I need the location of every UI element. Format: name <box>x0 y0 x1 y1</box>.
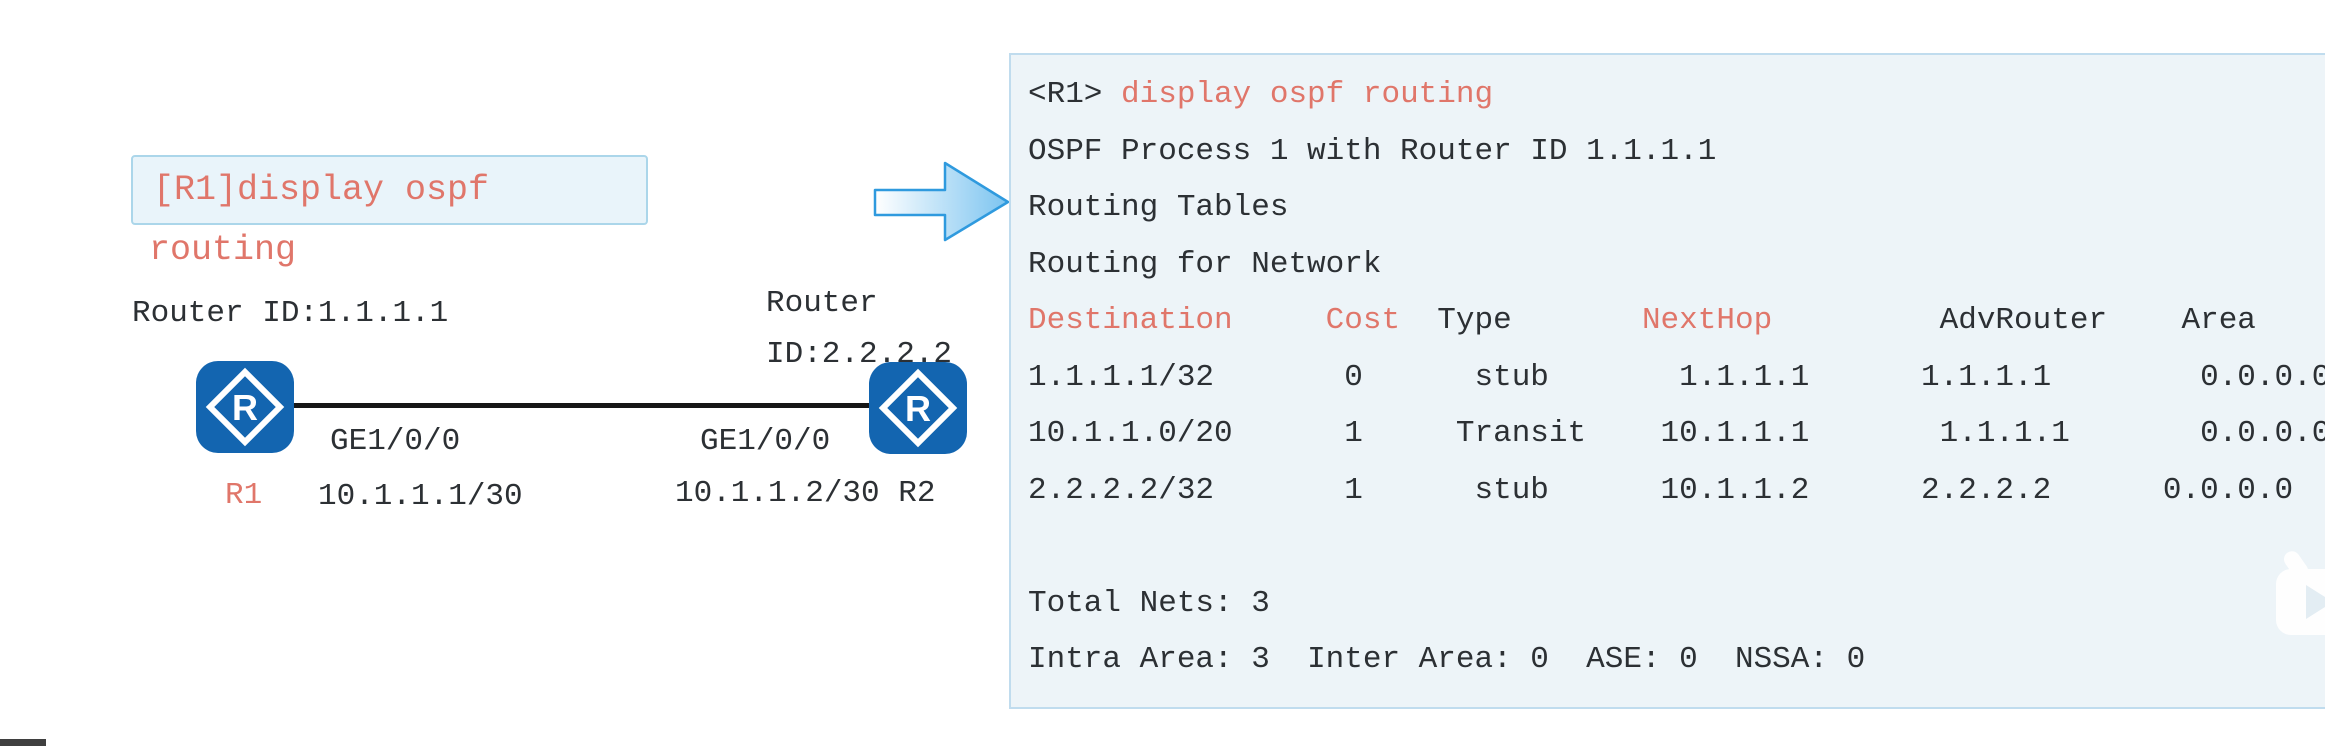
terminal-cell: 2.2.2.2/32 <box>1028 472 1215 508</box>
command-annotation-box: [R1]display ospf <box>131 155 648 225</box>
command-text-line1: [R1]display ospf <box>153 170 490 210</box>
terminal-line <box>1028 519 2325 576</box>
terminal-cell: 2.2.2.2 <box>1921 472 2052 508</box>
router2-interface-label: GE1/0/0 <box>700 424 831 459</box>
terminal-cell: Routing Tables <box>1028 190 1289 225</box>
terminal-cell: OSPF Process 1 with Router ID 1.1.1.1 <box>1028 133 1717 169</box>
terminal-cell: 10.1.1.2 <box>1660 472 1810 508</box>
terminal-line: 10.1.1.0/20 1 Transit 10.1.1.1 1.1.1.1 0… <box>1028 406 2325 463</box>
terminal-cell: 1.1.1.1 <box>1679 359 1810 395</box>
terminal-cell: Area <box>2181 303 2256 338</box>
router1-interface-label: GE1/0/0 <box>330 424 461 459</box>
router2-icon-letter: R <box>905 388 931 429</box>
terminal-line: OSPF Process 1 with Router ID 1.1.1.1 <box>1028 124 2325 181</box>
terminal-line: Routing Tables <box>1028 180 2325 237</box>
terminal-cell: 1 <box>1344 472 1363 508</box>
router2-icon: R <box>869 362 967 454</box>
terminal-cell: Cost <box>1325 303 1401 338</box>
terminal-cell: 0.0.0.0 <box>2200 416 2325 451</box>
terminal-cell: display ospf routing <box>1121 77 1494 112</box>
terminal-cell: ASE: 0 <box>1586 642 1698 677</box>
terminal-cell: 1 <box>1344 416 1363 451</box>
terminal-cell: Inter Area: 0 <box>1307 642 1549 677</box>
router1-icon-letter: R <box>232 387 258 428</box>
router2-ip-label: 10.1.1.2/30 <box>675 476 880 511</box>
terminal-cell: Destination <box>1028 303 1233 338</box>
terminal-cell: 1.1.1.1 <box>1921 359 2052 395</box>
router2-name-label: R2 <box>898 476 936 511</box>
play-icon[interactable] <box>2276 548 2325 642</box>
terminal-cell <box>1102 77 1121 112</box>
terminal-line: Intra Area: 3 Inter Area: 0 ASE: 0 NSSA:… <box>1028 632 2325 689</box>
terminal-line: 2.2.2.2/32 1 stub 10.1.1.2 2.2.2.2 0.0.0… <box>1028 463 2325 520</box>
terminal-cell: NextHop <box>1641 303 1773 338</box>
terminal-cell: 0.0.0.0 <box>2162 472 2294 508</box>
terminal-cell: stub <box>1474 359 1549 395</box>
terminal-line: Destination Cost Type NextHop AdvRouter … <box>1028 293 2325 350</box>
terminal-cell: NSSA: 0 <box>1734 642 1866 677</box>
router1-icon: R <box>196 361 294 453</box>
corner-sliver <box>0 739 46 746</box>
terminal-cell: Type <box>1437 303 1512 338</box>
terminal-cell: 0.0.0.0 <box>2200 359 2325 395</box>
terminal-cell: stub <box>1474 472 1549 508</box>
terminal-line: 1.1.1.1/32 0 stub 1.1.1.1 1.1.1.1 0.0.0.… <box>1028 350 2325 407</box>
terminal-cell: AdvRouter <box>1939 303 2108 338</box>
command-text-line2: routing <box>149 230 297 270</box>
terminal-cell: 10.1.1.1 <box>1660 416 1810 451</box>
terminal-cell: Total Nets: 3 <box>1028 585 1270 621</box>
terminal-cell: Routing for Network <box>1028 246 1382 282</box>
router1-ip-label: 10.1.1.1/30 <box>318 479 523 514</box>
terminal-cell: Intra Area: 3 <box>1028 642 1270 677</box>
terminal-line: Routing for Network <box>1028 237 2325 294</box>
terminal-cell: Transit <box>1455 416 1587 451</box>
router1-name-label: R1 <box>225 478 263 513</box>
terminal-cell: 0 <box>1344 359 1363 395</box>
arrow-right-icon <box>873 161 1010 242</box>
terminal-cell: 1.1.1.1 <box>1939 416 2070 451</box>
router2-id-label-line1: Router <box>766 286 878 321</box>
terminal-line: <R1> display ospf routing <box>1028 67 2325 124</box>
terminal-line: Total Nets: 3 <box>1028 576 2325 633</box>
terminal-cell: <R1> <box>1028 77 1103 112</box>
terminal-cell: 10.1.1.0/20 <box>1028 416 1233 451</box>
terminal-cell: 1.1.1.1/32 <box>1028 359 1215 395</box>
link-line <box>293 403 870 408</box>
play-icon-triangle <box>2306 585 2325 619</box>
router1-id-label: Router ID:1.1.1.1 <box>132 296 449 331</box>
router2-ip-name-label: 10.1.1.2/30 R2 <box>675 476 935 512</box>
